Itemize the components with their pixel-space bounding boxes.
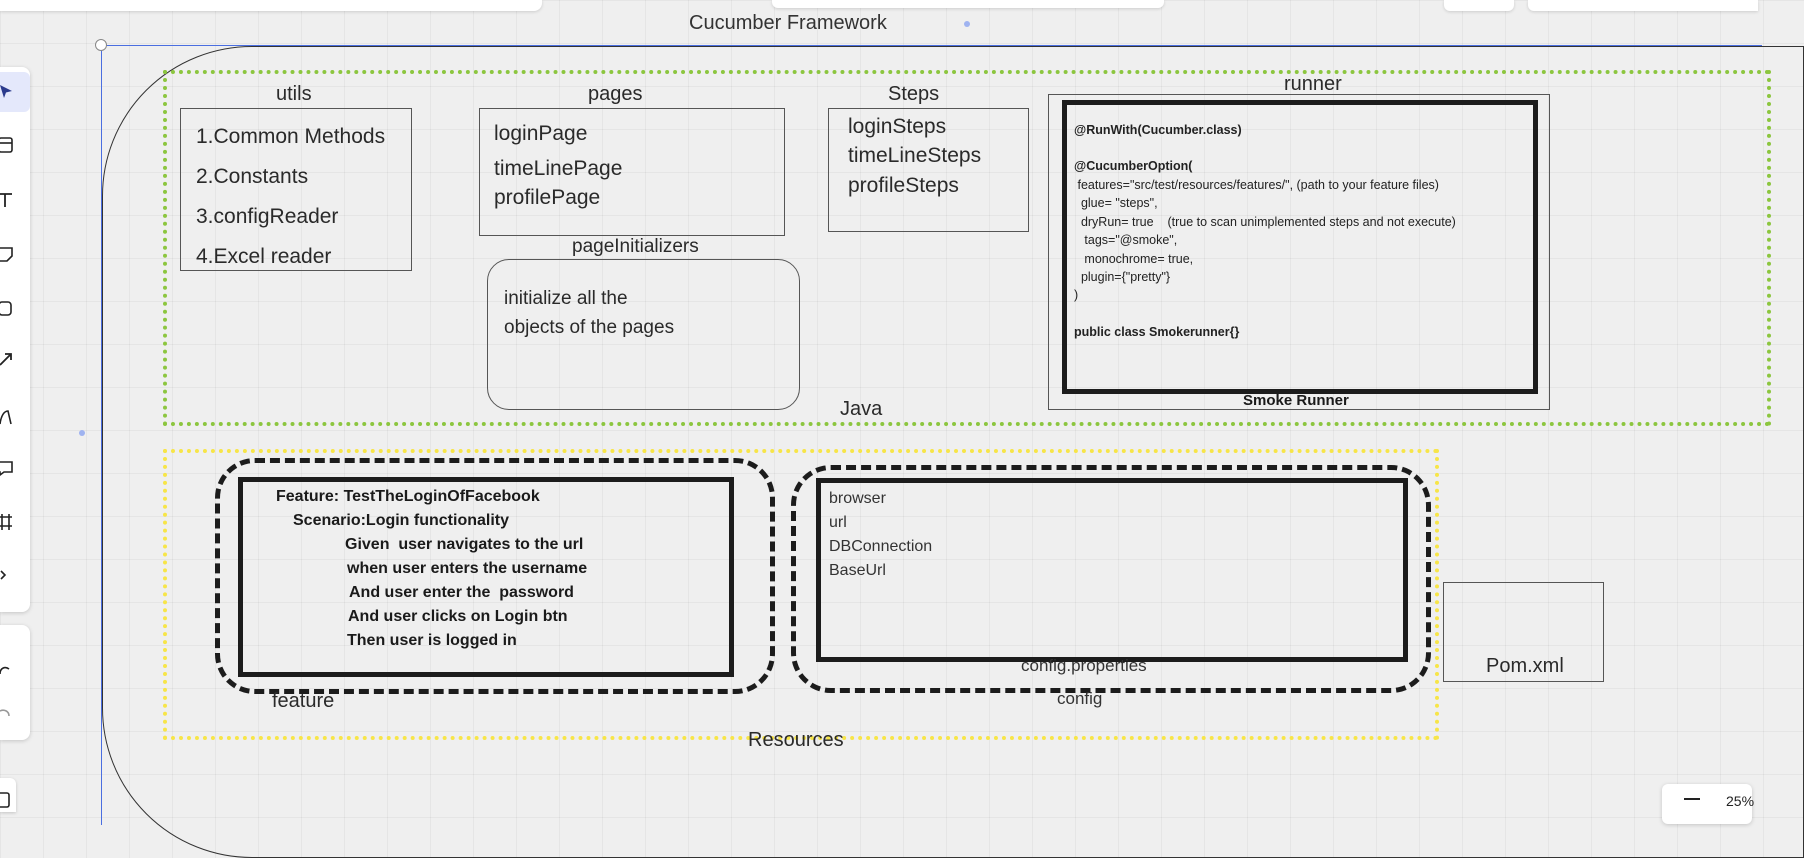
pen-tool[interactable]	[0, 397, 30, 437]
page-initializers-title: pageInitializers	[572, 236, 699, 257]
arrow-icon	[0, 353, 12, 366]
config-caption: config	[1057, 689, 1103, 708]
frame-tool[interactable]	[0, 502, 30, 542]
anchor-dot[interactable]	[964, 21, 970, 27]
java-section-border[interactable]	[163, 70, 1771, 426]
utils-item: 3.configReader	[196, 205, 339, 228]
panel-icon	[0, 792, 10, 808]
runner-title: runner	[1284, 73, 1342, 95]
frame-title[interactable]: Cucumber Framework	[689, 12, 887, 34]
top-toolbar-right-2	[1528, 0, 1758, 11]
runner-code-box[interactable]	[1062, 100, 1538, 394]
runner-caption: Smoke Runner	[1243, 392, 1349, 409]
runner-code-line: plugin={"pretty"}	[1074, 270, 1171, 284]
utils-title: utils	[276, 83, 312, 105]
text-icon	[0, 193, 12, 207]
java-section-label: Java	[840, 398, 883, 420]
resources-section-border[interactable]	[163, 449, 1439, 740]
undo-redo-toolbar	[0, 625, 30, 740]
undo-icon	[0, 666, 10, 675]
config-properties-box[interactable]	[816, 478, 1408, 662]
pages-box[interactable]	[479, 108, 785, 236]
runner-code-line: features="src/test/resources/features/",…	[1074, 178, 1439, 192]
feature-file-box[interactable]	[238, 477, 734, 677]
undo-button[interactable]	[0, 650, 30, 690]
page-initializers-line: initialize all the	[504, 288, 628, 309]
sticky-note-icon	[0, 247, 13, 262]
feature-line: And user clicks on Login btn	[348, 608, 568, 625]
feature-line: Then user is logged in	[347, 632, 517, 649]
text-tool[interactable]	[0, 180, 30, 220]
shape-tool[interactable]	[0, 289, 30, 329]
selection-left-edge	[101, 45, 102, 825]
zoom-out-button[interactable]	[1684, 798, 1700, 800]
pages-item: timeLinePage	[494, 157, 623, 180]
resources-section-label: Resources	[748, 729, 844, 751]
config-item: BaseUrl	[829, 562, 886, 579]
pen-icon	[0, 410, 12, 425]
frame-icon	[0, 514, 12, 530]
steps-item: loginSteps	[848, 115, 947, 138]
runner-code-line: public class Smokerunner{}	[1074, 325, 1240, 339]
feature-line: when user enters the username	[347, 560, 588, 577]
runner-code-line: @RunWith(Cucumber.class)	[1074, 123, 1242, 137]
selection-handle[interactable]	[95, 39, 107, 51]
feature-dashed-group[interactable]	[215, 458, 775, 694]
template-tool[interactable]	[0, 125, 30, 165]
runner-code-line: dryRun= true (true to scan unimplemented…	[1074, 215, 1456, 229]
steps-box[interactable]	[828, 108, 1029, 232]
template-icon	[0, 137, 13, 153]
top-toolbar-right-1	[1444, 0, 1514, 11]
page-initializers-box[interactable]	[487, 259, 800, 410]
steps-title: Steps	[888, 83, 940, 105]
sticky-note-tool[interactable]	[0, 235, 30, 275]
utils-item: 1.Common Methods	[196, 125, 386, 148]
pages-item: profilePage	[494, 186, 601, 209]
feature-line: And user enter the password	[349, 584, 574, 601]
zoom-control: 25%	[1662, 784, 1755, 824]
cursor-arrow-icon	[0, 85, 12, 98]
utils-item: 2.Constants	[196, 165, 309, 188]
feature-caption: feature	[272, 690, 335, 712]
comment-icon	[0, 461, 13, 476]
config-item: DBConnection	[829, 538, 933, 555]
pom-label: Pom.xml	[1486, 655, 1564, 677]
feature-line: Feature: TestTheLoginOfFacebook	[276, 488, 540, 505]
zoom-value[interactable]: 25%	[1726, 793, 1755, 809]
config-file-label: config.properties	[1021, 656, 1147, 675]
utils-item: 4.Excel reader	[196, 245, 332, 268]
runner-code-line: tags="@smoke",	[1074, 233, 1178, 247]
shape-icon	[0, 301, 12, 316]
config-dashed-group[interactable]	[791, 465, 1431, 693]
redo-button[interactable]	[0, 693, 30, 733]
config-item: url	[829, 514, 847, 531]
top-toolbar-center	[772, 0, 1164, 8]
steps-item: timeLineSteps	[848, 144, 982, 167]
feature-line: Given user navigates to the url	[345, 536, 584, 553]
connection-line-tool[interactable]	[0, 339, 30, 379]
pages-item: loginPage	[494, 122, 588, 145]
runner-code-line: glue= "steps",	[1074, 196, 1158, 210]
runner-code-line: )	[1074, 288, 1079, 302]
steps-item: profileSteps	[848, 174, 959, 197]
runner-code-line: @CucumberOption(	[1074, 159, 1193, 173]
runner-code-line: monochrome= true,	[1074, 252, 1194, 266]
feature-line: Scenario:Login functionality	[293, 512, 510, 529]
bottom-left-panel-button[interactable]	[0, 778, 16, 812]
pages-title: pages	[588, 83, 643, 105]
comment-tool[interactable]	[0, 449, 30, 489]
utils-box[interactable]	[180, 108, 412, 271]
more-tools[interactable]	[0, 555, 30, 595]
select-tool[interactable]	[0, 72, 30, 112]
page-initializers-line: objects of the pages	[504, 317, 675, 338]
anchor-dot[interactable]	[79, 430, 85, 436]
config-item: browser	[829, 490, 886, 507]
top-toolbar-left	[0, 0, 542, 11]
chevron-right-icon	[0, 570, 7, 580]
redo-icon	[0, 709, 10, 717]
left-toolbar	[0, 67, 30, 612]
runner-outer-box[interactable]	[1048, 94, 1550, 410]
pom-box[interactable]	[1443, 582, 1604, 682]
selection-top-edge	[102, 45, 1762, 46]
